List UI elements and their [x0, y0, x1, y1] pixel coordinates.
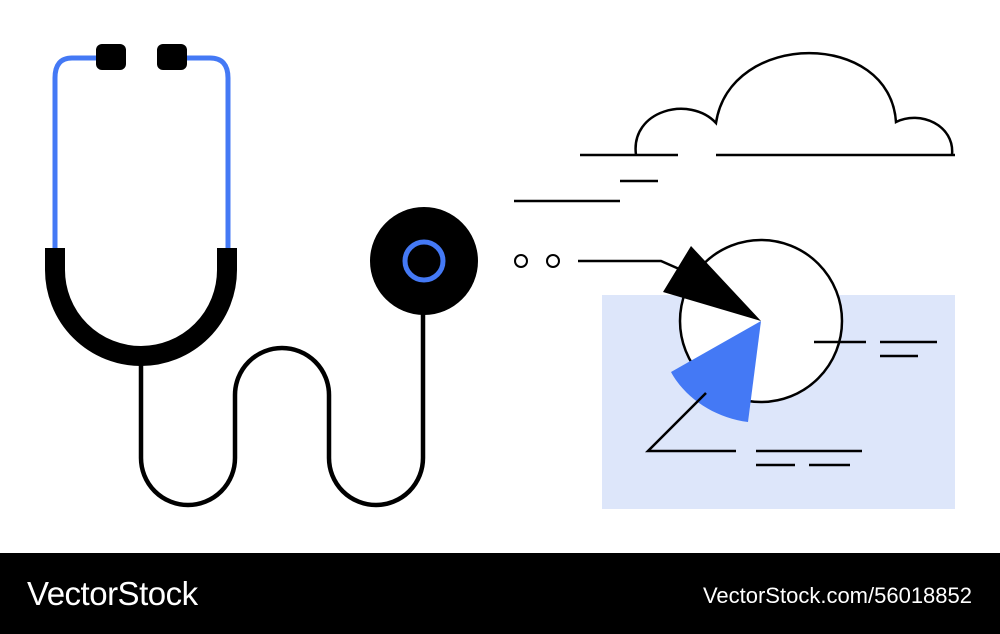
image-id: VectorStock.com/56018852 — [702, 583, 972, 608]
earpiece-right — [157, 44, 187, 70]
chestpiece — [370, 207, 478, 315]
cloud-icon — [634, 52, 954, 156]
pie-leader-line — [644, 392, 736, 453]
dot-2 — [546, 254, 560, 268]
earpiece-left — [96, 44, 126, 70]
pie-slice-blue — [671, 321, 761, 422]
stethoscope-tube-left — [52, 55, 98, 250]
illustration — [45, 44, 955, 509]
stethoscope-icon — [45, 44, 478, 508]
stethoscope-headset — [45, 248, 237, 366]
chestpiece-diaphragm — [402, 239, 446, 283]
brand-logo: VectorStock — [27, 575, 198, 612]
watermark-bar: VectorStock VectorStock.com/56018852 — [0, 553, 1000, 634]
pointer-line — [578, 259, 687, 274]
stethoscope-tube-right — [185, 55, 231, 250]
stethoscope-cable — [138, 300, 426, 508]
dot-1 — [514, 254, 528, 268]
pie-slice-black — [663, 246, 761, 321]
